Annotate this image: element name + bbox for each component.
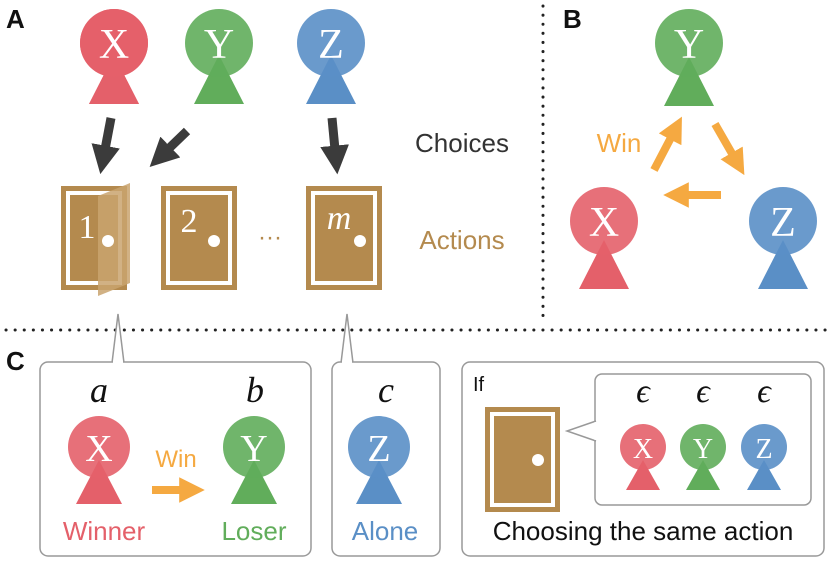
agent-z-icon: Z	[749, 187, 817, 289]
same-action-label: Choosing the same action	[493, 516, 794, 546]
choice-arrow-z	[320, 117, 349, 175]
agent-y-icon: Y	[655, 9, 723, 106]
actions-label: Actions	[419, 225, 504, 255]
svg-text:Y: Y	[204, 22, 234, 68]
role-a-label: a	[90, 370, 108, 410]
agent-y-icon: Y	[223, 416, 285, 504]
loser-label: Loser	[221, 516, 286, 546]
svg-text:X: X	[99, 22, 129, 68]
panel-label-c: C	[6, 346, 25, 376]
svg-text:Z: Z	[367, 428, 390, 470]
epsilon-y-label: ϵ	[696, 373, 711, 410]
svg-text:Y: Y	[674, 22, 704, 68]
win-label-b: Win	[597, 128, 642, 158]
choice-arrow-x	[91, 117, 120, 175]
svg-text:Y: Y	[240, 428, 267, 470]
svg-text:Z: Z	[318, 22, 344, 68]
panel-label-a: A	[6, 4, 25, 34]
svg-text:X: X	[633, 434, 653, 465]
callout-pointer-door-m	[340, 313, 354, 364]
panel-label-b: B	[563, 4, 582, 34]
winner-label: Winner	[63, 516, 146, 546]
agent-y-icon: Y	[680, 424, 726, 490]
agent-y-icon: Y	[185, 9, 253, 104]
win-label-c: Win	[155, 446, 196, 473]
choice-arrow-y	[149, 127, 191, 167]
svg-text:Z: Z	[770, 200, 796, 246]
svg-text:X: X	[85, 428, 112, 470]
callout-pointer-door-1	[111, 313, 125, 364]
win-arrow-x-to-y	[650, 116, 682, 172]
svg-text:Y: Y	[693, 434, 713, 465]
role-c-label: c	[378, 370, 394, 410]
door-icon	[485, 407, 560, 512]
box-winner-loser	[39, 361, 312, 557]
svg-text:2: 2	[181, 203, 198, 240]
svg-text:1: 1	[79, 209, 96, 246]
agent-x-icon: X	[620, 424, 666, 490]
door-2-icon: 2	[161, 186, 237, 290]
agent-z-icon: Z	[348, 416, 410, 504]
door-m-icon: m	[306, 186, 382, 290]
epsilon-x-label: ϵ	[636, 373, 651, 410]
if-label: If	[473, 374, 485, 396]
svg-text:m: m	[327, 200, 352, 237]
win-arrow-y-to-z	[711, 122, 745, 176]
door-1-icon: 1	[61, 183, 130, 296]
agent-x-icon: X	[80, 9, 148, 104]
agent-x-icon: X	[570, 187, 638, 289]
agent-z-icon: Z	[297, 9, 365, 104]
agent-x-icon: X	[68, 416, 130, 504]
svg-text:Z: Z	[755, 434, 772, 465]
alone-label: Alone	[352, 516, 419, 546]
doors-ellipsis: ···	[258, 224, 282, 251]
choices-label: Choices	[415, 128, 509, 158]
role-b-label: b	[246, 370, 264, 410]
agent-z-icon: Z	[741, 424, 787, 490]
svg-text:X: X	[589, 200, 619, 246]
epsilon-z-label: ϵ	[757, 373, 772, 410]
